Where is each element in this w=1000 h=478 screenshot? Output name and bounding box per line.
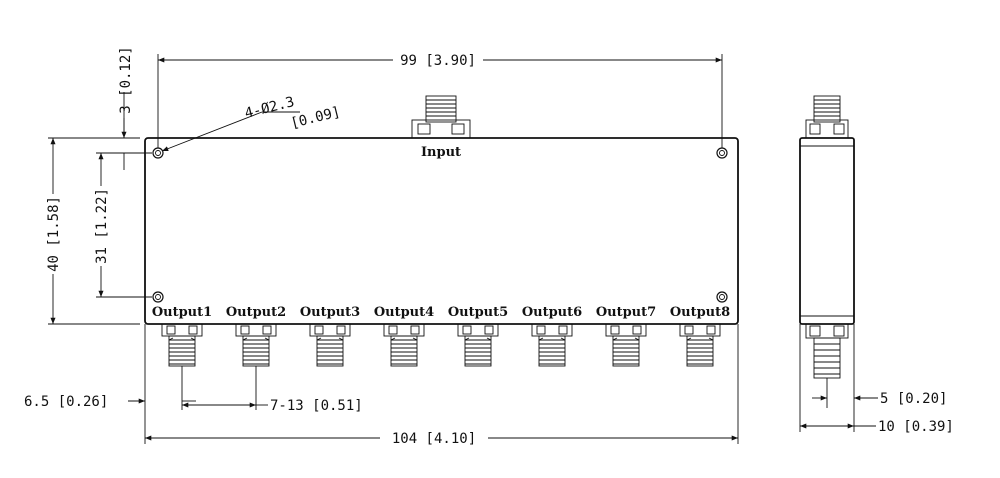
dim-overall-width-text: 104 [4.10] (392, 431, 476, 447)
dim-height: 40 [1.58] (46, 137, 140, 325)
output-connector-3 (309, 323, 351, 367)
output-label-6: Output6 (522, 305, 582, 320)
dim-side-thickness: 10 [0.39] (800, 419, 954, 435)
dim-top-width: 99 [3.90] (157, 53, 723, 148)
output-connector-4 (383, 323, 425, 367)
dim-hole-offset: 3 [0.12] (118, 46, 134, 170)
dim-hole-offset-text: 3 [0.12] (118, 46, 134, 113)
output-connectors (161, 323, 721, 367)
dim-connector-pitch: 7-13 [0.51] (182, 366, 363, 414)
dim-height-text: 40 [1.58] (46, 196, 62, 272)
dim-top-width-text: 99 [3.90] (400, 53, 476, 69)
output-label-2: Output2 (226, 305, 286, 320)
dim-side-thickness-text: 10 [0.39] (878, 419, 954, 435)
output-label-1: Output1 (152, 305, 212, 320)
mounting-holes (152, 147, 728, 303)
dim-edge-offset-text: 6.5 [0.26] (24, 394, 108, 410)
output-label-8: Output8 (670, 305, 730, 320)
input-label: Input (421, 145, 461, 160)
dim-side-connector: 5 [0.20] (799, 324, 947, 432)
output-connector-2 (235, 323, 277, 367)
input-connector (411, 95, 471, 139)
dim-hole-spacing: 31 [1.22] (94, 152, 152, 298)
dim-overall-width: 104 [4.10] (145, 324, 739, 447)
dim-hole-spacing-text: 31 [1.22] (94, 188, 110, 264)
output-connector-8 (679, 323, 721, 367)
output-connector-6 (531, 323, 573, 367)
side-view (799, 95, 855, 379)
output-label-3: Output3 (300, 305, 360, 320)
output-label-7: Output7 (596, 305, 656, 320)
output-connector-1 (161, 323, 203, 367)
dim-connector-pitch-text: 7-13 [0.51] (270, 398, 363, 414)
dim-edge-offset: 6.5 [0.26] (24, 324, 196, 444)
dim-side-connector-text: 5 [0.20] (880, 391, 947, 407)
output-connector-7 (605, 323, 647, 367)
dim-hole-spec-text: 4-Ø2.3 (243, 94, 296, 122)
splitter-body (144, 137, 739, 325)
side-body (799, 137, 855, 325)
output-labels: Output1 Output2 Output3 Output4 Output5 … (152, 305, 730, 320)
output-label-5: Output5 (448, 305, 508, 320)
output-label-4: Output4 (374, 305, 434, 320)
output-connector-5 (457, 323, 499, 367)
dim-hole-spec-inch-text: [0.09] (289, 104, 342, 132)
